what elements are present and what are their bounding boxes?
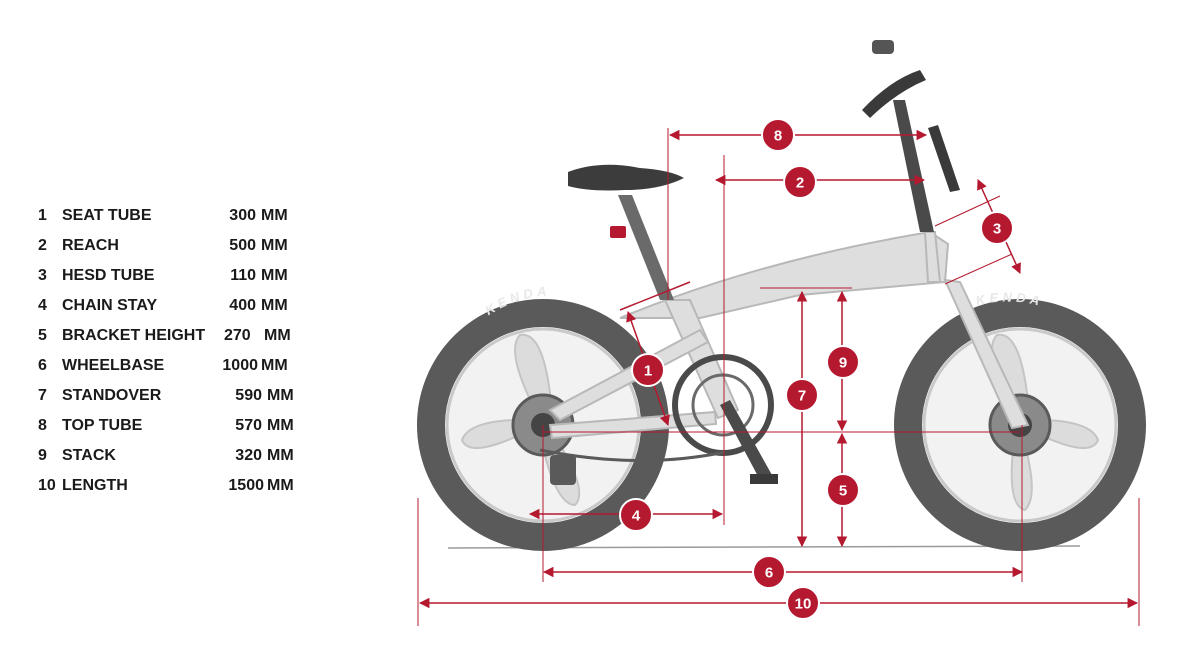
badge-3: 3: [980, 211, 1014, 245]
spec-unit: MM: [261, 267, 288, 284]
svg-text:10: 10: [795, 596, 812, 613]
spec-row-top-tube: 8 TOP TUBE 570 MM: [38, 415, 308, 445]
saddle: [568, 164, 684, 191]
front-tire: [894, 299, 1146, 551]
spec-unit: MM: [267, 447, 294, 464]
display-unit: [872, 40, 894, 54]
spec-value: 500: [229, 237, 256, 254]
spec-row-head-tube: 3 HESD TUBE 110 MM: [38, 265, 308, 295]
spec-row-stack: 9 STACK 320 MM: [38, 445, 308, 475]
spec-value: 1500: [228, 477, 264, 494]
spec-number: 7: [38, 387, 47, 404]
spec-label: STACK: [62, 447, 116, 464]
front-fork: [943, 278, 1030, 430]
spec-row-chain-stay: 4 CHAIN STAY 400 MM: [38, 295, 308, 325]
spec-value: 1000: [222, 357, 258, 374]
drivetrain: [539, 354, 778, 485]
spec-number: 1: [38, 207, 47, 224]
svg-text:5: 5: [839, 483, 847, 500]
geometry-spec-table: 1 SEAT TUBE 300 MM 2 REACH 500 MM 3 HESD…: [38, 205, 308, 505]
handlebar: [862, 70, 926, 118]
spec-number: 3: [38, 267, 47, 284]
svg-text:7: 7: [798, 388, 806, 405]
rear-light: [610, 226, 626, 238]
handlebar-assembly: [862, 40, 960, 232]
spec-label: SEAT TUBE: [62, 207, 152, 224]
spec-value: 320: [235, 447, 262, 464]
spec-row-bracket-height: 5 BRACKET HEIGHT 270 MM: [38, 325, 308, 355]
spec-label: HESD TUBE: [62, 267, 155, 284]
svg-text:4: 4: [632, 508, 641, 525]
dimension-lines: [417, 128, 1140, 626]
brake-lever: [928, 125, 960, 192]
badge-2: 2: [783, 165, 817, 199]
spec-label: WHEELBASE: [62, 357, 165, 374]
spec-unit: MM: [261, 237, 288, 254]
spec-row-standover: 7 STANDOVER 590 MM: [38, 385, 308, 415]
spec-row-reach: 2 REACH 500 MM: [38, 235, 308, 265]
spec-number: 8: [38, 417, 47, 434]
spec-label: CHAIN STAY: [62, 297, 158, 314]
spec-unit: MM: [261, 357, 288, 374]
spec-unit: MM: [267, 387, 294, 404]
spec-label: LENGTH: [62, 477, 128, 494]
spec-value: 590: [235, 387, 262, 404]
spec-unit: MM: [267, 477, 294, 494]
spec-number: 9: [38, 447, 47, 464]
spec-value: 570: [235, 417, 262, 434]
badge-9: 9: [826, 345, 860, 379]
badge-6: 6: [752, 555, 786, 589]
spec-row-wheelbase: 6 WHEELBASE 1000 MM: [38, 355, 308, 385]
spec-label: REACH: [62, 237, 119, 254]
svg-text:6: 6: [765, 565, 773, 582]
spec-number: 5: [38, 327, 47, 344]
rear-derailleur: [550, 455, 576, 485]
saddle-assembly: [568, 164, 684, 300]
crank-arm: [720, 400, 772, 480]
extension-line: [944, 253, 1013, 285]
badge-1: 1: [631, 353, 665, 387]
spec-unit: MM: [261, 207, 288, 224]
spec-number: 2: [38, 237, 47, 254]
spec-label: TOP TUBE: [62, 417, 143, 434]
spec-value: 400: [229, 297, 256, 314]
spec-value: 300: [229, 207, 256, 224]
spec-number: 6: [38, 357, 47, 374]
chain: [539, 448, 726, 462]
stem: [893, 100, 934, 232]
spec-number: 10: [38, 477, 56, 494]
spec-unit: MM: [264, 327, 291, 344]
chainring-inner: [691, 373, 755, 437]
spec-row-seat-tube: 1 SEAT TUBE 300 MM: [38, 205, 308, 235]
spec-unit: MM: [261, 297, 288, 314]
spec-number: 4: [38, 297, 47, 314]
svg-text:3: 3: [993, 221, 1001, 238]
svg-text:8: 8: [774, 128, 782, 145]
badge-4: 4: [619, 498, 653, 532]
svg-text:9: 9: [839, 355, 847, 372]
extension-line: [619, 281, 691, 311]
spec-value: 270: [224, 327, 251, 344]
front-tire-brand: KENDA: [974, 289, 1045, 309]
badge-7: 7: [785, 378, 819, 412]
spec-unit: MM: [267, 417, 294, 434]
badge-8: 8: [761, 118, 795, 152]
badge-10: 10: [786, 586, 820, 620]
pedal: [750, 474, 778, 484]
svg-text:1: 1: [644, 363, 652, 380]
spec-label: STANDOVER: [62, 387, 162, 404]
spec-value: 110: [230, 267, 256, 284]
spec-label: BRACKET HEIGHT: [62, 327, 206, 344]
spec-row-length: 10 LENGTH 1500 MM: [38, 475, 308, 505]
extension-line: [934, 195, 1001, 227]
svg-text:2: 2: [796, 175, 804, 192]
seatpost: [618, 195, 674, 300]
badge-5: 5: [826, 473, 860, 507]
